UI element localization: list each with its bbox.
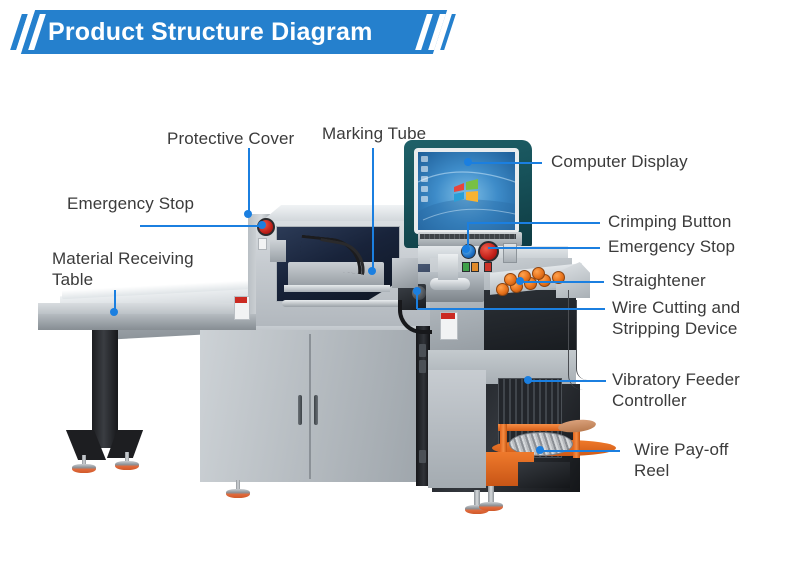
cover-label-plate: [258, 238, 267, 250]
leader-crimping-elbow: [467, 222, 469, 246]
leader-dot-wire-payoff: [536, 446, 544, 454]
leader-emergency-stop-left: [140, 225, 262, 227]
leveling-foot-3: [226, 489, 250, 498]
straightener-roller-8: [532, 267, 545, 280]
desktop-icon-1: [421, 156, 428, 162]
header-banner: Product Structure Diagram: [0, 10, 470, 54]
receiving-table-leg: [92, 330, 118, 448]
callout-material-receiving-table: Material Receiving Table: [52, 249, 194, 289]
leader-wire-payoff: [540, 450, 620, 452]
leader-computer-display: [470, 162, 542, 164]
leader-dot-straightener: [516, 277, 524, 285]
leader-dot-material-table: [110, 308, 118, 316]
leveling-foot-1: [72, 464, 96, 473]
cable-2: [576, 300, 587, 380]
reel-column-left: [500, 424, 507, 458]
leader-dot-protective-cover: [244, 210, 252, 218]
leader-dot-emergency-stop-left: [258, 221, 266, 229]
desktop-icon-3: [421, 176, 428, 182]
hinge-mid: [419, 360, 426, 373]
marking-rail: [284, 285, 390, 292]
leader-wire-cutting: [417, 308, 605, 310]
indicator-red: [484, 262, 492, 272]
hinge-top: [419, 344, 426, 357]
callout-vibratory-feeder-controller: Vibratory Feeder Controller: [612, 370, 740, 410]
leader-marking-tube: [372, 148, 374, 271]
leader-emergency-stop-right: [488, 247, 600, 249]
foot-stem-4: [474, 490, 480, 506]
reel-column-right: [573, 424, 580, 458]
leader-dot-crimping-button: [462, 245, 470, 253]
cabinet-handle-left[interactable]: [298, 395, 302, 425]
cover-inner-bracket: [270, 240, 286, 262]
foot-stem-3: [236, 480, 240, 492]
cover-handle[interactable]: [282, 300, 402, 307]
cabinet-handle-right[interactable]: [314, 395, 318, 425]
feed-bracket: [392, 258, 418, 288]
indicator-green: [462, 262, 470, 272]
callout-emergency-stop-right: Emergency Stop: [608, 237, 736, 256]
leader-cutting-elbow: [416, 290, 418, 309]
hinge-bottom: [419, 450, 426, 463]
cable-1: [568, 290, 583, 390]
indicator-orange: [471, 262, 479, 272]
leader-dot-marking-tube: [368, 267, 376, 275]
air-hose: [398, 300, 432, 334]
desktop-icon-2: [421, 166, 428, 172]
callout-crimping-button: Crimping Button: [608, 212, 732, 231]
desktop-icon-5: [421, 196, 428, 202]
leveling-foot-5: [479, 502, 503, 511]
callout-computer-display: Computer Display: [551, 152, 688, 171]
leader-crimping-button: [468, 222, 600, 224]
callout-protective-cover: Protective Cover: [167, 129, 295, 148]
leveling-foot-2: [115, 461, 139, 470]
warning-plate-2-band: [441, 313, 455, 319]
windows-logo-icon: [452, 178, 480, 204]
foot-stem-2: [125, 452, 129, 464]
leader-computer-elbow: [467, 162, 469, 166]
selector-switch[interactable]: [503, 243, 517, 263]
callout-marking-tube: Marking Tube: [322, 124, 427, 143]
leader-vibratory-feeder: [528, 380, 606, 382]
leader-material-receiving-table: [114, 290, 116, 312]
warning-plate-1-band: [235, 297, 247, 303]
reel-motor-box: [518, 462, 570, 488]
straightener-roller-1: [496, 283, 509, 296]
desktop-icon-4: [421, 186, 428, 192]
leader-straightener: [520, 281, 604, 283]
cutting-head: [430, 278, 470, 290]
leveling-foot-4: [465, 505, 489, 514]
guide-block: [438, 254, 458, 280]
controller-side-panel: [428, 370, 486, 488]
cabinet-door-seam: [309, 334, 311, 479]
emergency-stop-button-right[interactable]: [478, 241, 499, 262]
foot-stem-5: [488, 486, 494, 502]
callout-wire-cutting-stripping-device: Wire Cutting and Stripping Device: [612, 298, 741, 338]
straightener-roller-5: [552, 271, 565, 284]
page-title: Product Structure Diagram: [48, 18, 373, 46]
leader-dot-vibratory-feeder: [524, 376, 532, 384]
callout-straightener: Straightener: [612, 271, 706, 290]
callout-emergency-stop-left: Emergency Stop: [67, 194, 195, 213]
receiving-table-front: [38, 314, 273, 330]
foot-stem-1: [82, 455, 86, 467]
callout-wire-payoff-reel: Wire Pay-off Reel: [634, 440, 729, 480]
reel-top-bar: [498, 424, 584, 431]
leader-protective-cover: [248, 148, 250, 214]
warning-plate-2: [440, 312, 458, 340]
